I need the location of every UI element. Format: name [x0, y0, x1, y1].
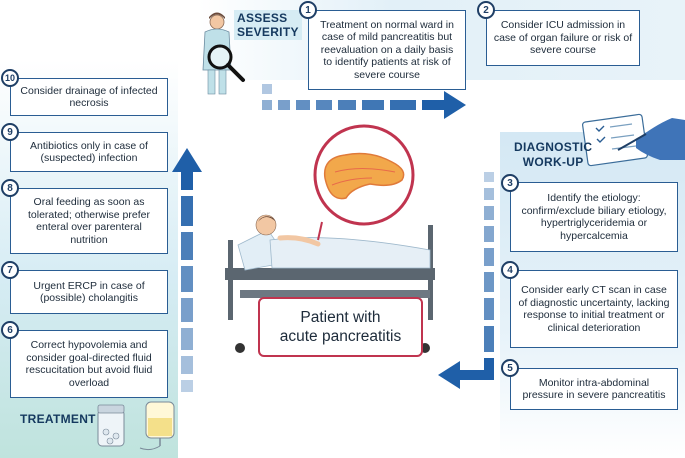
- assess-title-line1: ASSESS: [237, 11, 288, 25]
- diagnostic-workup-title: DIAGNOSTIC WORK-UP: [514, 140, 592, 170]
- step-1-box: Treatment on normal ward in case of mild…: [308, 10, 466, 90]
- treatment-title: TREATMENT: [20, 412, 96, 426]
- center-line1: Patient with: [300, 309, 381, 326]
- arrow-treatment-upward: [172, 148, 202, 392]
- arrow-diagnostic-to-treatment: [438, 172, 494, 389]
- step-3-box: Identify the etiology: confirm/exclude b…: [510, 182, 678, 252]
- clipboard-illustration: [582, 113, 685, 167]
- step-3-number: 3: [501, 174, 519, 192]
- step-9-number: 9: [1, 123, 19, 141]
- step-2-number: 2: [477, 1, 495, 19]
- step-3-text: Identify the etiology: confirm/exclude b…: [521, 192, 667, 242]
- step-10-text: Consider drainage of infected necrosis: [20, 84, 158, 110]
- step-7-number: 7: [1, 261, 19, 279]
- step-2-text: Consider ICU admission in case of organ …: [493, 19, 633, 57]
- step-6-text: Correct hypovolemia and consider goal-di…: [25, 339, 153, 389]
- patient-center-box: Patient with acute pancreatitis: [258, 297, 423, 357]
- pancreas-illustration: [313, 124, 415, 241]
- center-line2: acute pancreatitis: [279, 328, 402, 345]
- step-4-number: 4: [501, 261, 519, 279]
- step-8-text: Oral feeding as soon as tolerated; other…: [28, 196, 150, 246]
- step-7-text: Urgent ERCP in case of (possible) cholan…: [33, 279, 145, 305]
- assess-severity-title: ASSESS SEVERITY: [234, 10, 302, 40]
- step-5-box: Monitor intra-abdominal pressure in seve…: [510, 368, 678, 410]
- step-5-text: Monitor intra-abdominal pressure in seve…: [522, 376, 666, 402]
- step-5-number: 5: [501, 359, 519, 377]
- step-8-number: 8: [1, 179, 19, 197]
- step-10-box: Consider drainage of infected necrosis: [10, 78, 168, 116]
- step-4-text: Consider early CT scan in case of diagno…: [518, 284, 670, 334]
- diagnostic-title-line2: WORK-UP: [522, 155, 584, 169]
- iv-bag-illustration: [139, 401, 175, 451]
- step-10-number: 10: [1, 69, 19, 87]
- step-6-box: Correct hypovolemia and consider goal-di…: [10, 330, 168, 398]
- step-1-text: Treatment on normal ward in case of mild…: [320, 18, 454, 81]
- step-4-box: Consider early CT scan in case of diagno…: [510, 270, 678, 348]
- step-1-number: 1: [299, 1, 317, 19]
- step-9-text: Antibiotics only in case of (suspected) …: [30, 139, 148, 165]
- assess-title-line2: SEVERITY: [237, 25, 299, 39]
- doctor-illustration: [202, 12, 245, 95]
- medication-illustration: [97, 404, 125, 447]
- step-6-number: 6: [1, 321, 19, 339]
- diagnostic-title-line1: DIAGNOSTIC: [514, 140, 593, 154]
- step-2-box: Consider ICU admission in case of organ …: [486, 10, 640, 66]
- step-9-box: Antibiotics only in case of (suspected) …: [10, 132, 168, 172]
- step-8-box: Oral feeding as soon as tolerated; other…: [10, 188, 168, 254]
- step-7-box: Urgent ERCP in case of (possible) cholan…: [10, 270, 168, 314]
- arrow-assess-to-diagnostic: [262, 84, 466, 119]
